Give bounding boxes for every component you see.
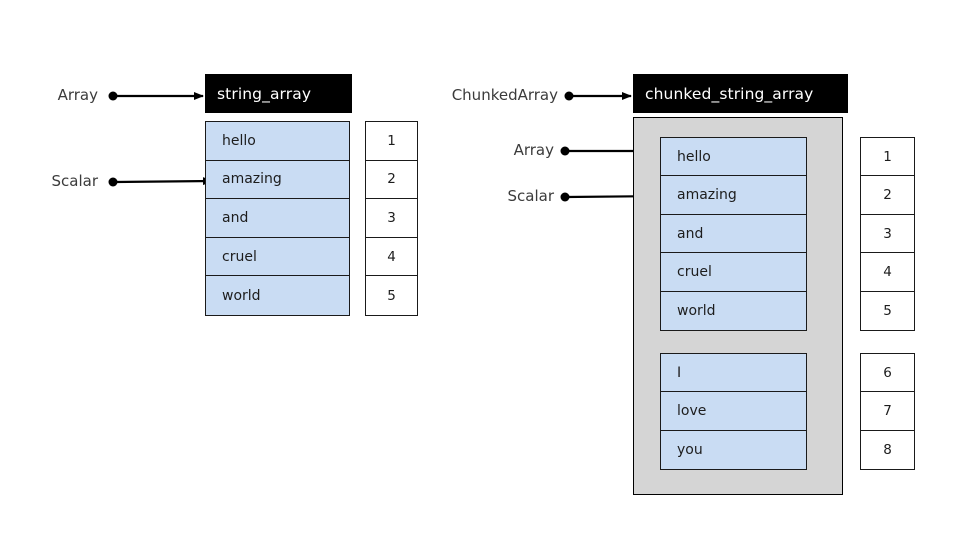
label-scalar-left: Scalar xyxy=(51,172,99,190)
value-group-chunk-0: hello amazing and cruel world xyxy=(660,137,807,331)
index-cell: 5 xyxy=(366,276,417,316)
value-group-left: hello amazing and cruel world xyxy=(205,121,350,316)
index-group-chunk-0: 1 2 3 4 5 xyxy=(860,137,915,331)
value-cell: hello xyxy=(206,122,349,161)
value-cell: you xyxy=(661,430,806,470)
index-cell: 4 xyxy=(366,237,417,277)
index-group-chunk-1: 6 7 8 xyxy=(860,353,915,470)
index-group-left: 1 2 3 4 5 xyxy=(365,121,418,316)
label-array-right: Array xyxy=(513,141,554,159)
connector-right-chunkedarray xyxy=(564,91,632,101)
index-cell: 3 xyxy=(366,199,417,238)
value-group-chunk-1: I love you xyxy=(660,353,807,470)
value-cell: amazing xyxy=(206,160,349,200)
value-cell: love xyxy=(661,392,806,431)
label-chunkedarray-right: ChunkedArray xyxy=(451,86,558,104)
value-cell: cruel xyxy=(206,237,349,277)
header-string-array: string_array xyxy=(205,74,352,113)
connector-left-scalar xyxy=(108,177,213,187)
connector-left-array xyxy=(108,91,204,101)
value-cell: hello xyxy=(661,138,806,177)
index-cell: 5 xyxy=(861,291,914,331)
index-cell: 2 xyxy=(366,160,417,200)
value-cell: world xyxy=(206,276,349,316)
value-cell: and xyxy=(661,214,806,254)
value-cell: and xyxy=(206,199,349,238)
index-cell: 1 xyxy=(366,122,417,161)
label-scalar-right: Scalar xyxy=(507,187,555,205)
label-array-left: Array xyxy=(57,86,98,104)
value-cell: cruel xyxy=(661,253,806,292)
value-cell: I xyxy=(661,354,806,393)
header-chunked-string-array: chunked_string_array xyxy=(633,74,848,113)
index-cell: 1 xyxy=(861,138,914,177)
value-cell: amazing xyxy=(661,176,806,215)
index-cell: 8 xyxy=(861,430,914,470)
index-cell: 7 xyxy=(861,392,914,431)
index-cell: 6 xyxy=(861,354,914,393)
index-cell: 3 xyxy=(861,214,914,254)
index-cell: 2 xyxy=(861,176,914,215)
value-cell: world xyxy=(661,291,806,331)
index-cell: 4 xyxy=(861,253,914,292)
